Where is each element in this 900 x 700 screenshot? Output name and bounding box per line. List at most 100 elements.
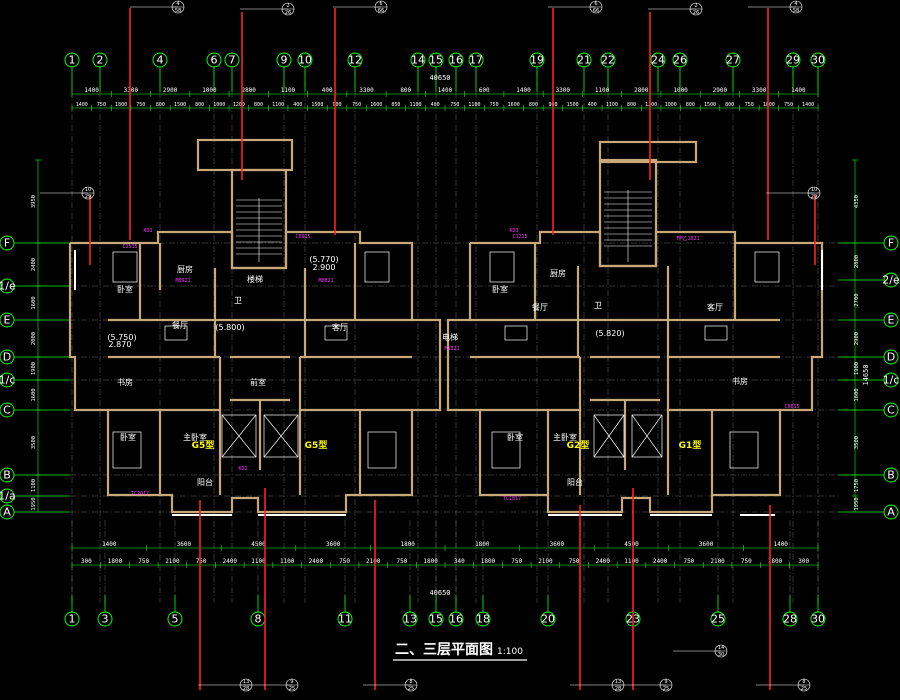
axis-bubble-label: 11 [338, 613, 352, 626]
axis-bubble-label: 19 [530, 54, 544, 67]
callout-sheet: 25 [801, 686, 807, 692]
axis-bubble-label: 18 [476, 613, 490, 626]
axis-bubble-label: 16 [449, 54, 463, 67]
axis-bubble-label: E [4, 314, 11, 327]
axis-bubble-circle [224, 52, 240, 68]
axis-bubble-right: E [883, 312, 899, 328]
axis-bubble-circle [883, 235, 899, 251]
room-label: 主卧室 [183, 432, 207, 442]
callout-sheet: 66 [593, 8, 599, 14]
room-label: 楼梯 [247, 274, 263, 284]
axis-bubble-top: 24 [650, 52, 666, 68]
axis-bubble-label: 3 [102, 613, 109, 626]
overall-dimension-bottom: 40650 [429, 589, 450, 597]
dimension-value: 3600 [699, 541, 714, 548]
index-callout: 226 [240, 2, 295, 16]
axis-bubble-right: F [883, 235, 899, 251]
axis-bubble-left: E [0, 312, 15, 328]
axis-bubble-label: 15 [429, 54, 443, 67]
callout-id: 13 [243, 679, 249, 685]
elevation-mark: 2.870 [109, 340, 132, 349]
axis-bubble-top: 22 [600, 52, 616, 68]
window-tag: C1215 [512, 234, 527, 240]
axis-bubble-label: F [888, 237, 894, 250]
room-label: 客厅 [332, 322, 348, 332]
dimension-value: 1800 [481, 558, 496, 565]
dimension-value: 2800 [241, 87, 256, 94]
callout-id: 13 [615, 679, 621, 685]
axis-bubble-top: 4 [152, 52, 168, 68]
overall-dimension-top: 40650 [429, 74, 450, 82]
dimension-value: 2100 [710, 558, 725, 565]
elevation-mark: (5.750) [107, 333, 136, 342]
room-label: 餐厅 [172, 321, 188, 330]
axis-bubble-label: F [4, 237, 10, 250]
room-label: 卧室 [492, 284, 508, 294]
callout-sheet: 30 [718, 652, 724, 658]
dimension-value: 1900 [31, 362, 37, 375]
axis-bubble-circle [0, 402, 15, 418]
dimension-value: 800 [254, 102, 263, 108]
axis-bubble-circle [64, 52, 80, 68]
axis-bubble-label: 10 [298, 54, 312, 67]
dimension-value: 400 [322, 87, 333, 94]
axis-bubble-top: 12 [347, 52, 363, 68]
axis-bubble-right: 1/c [883, 372, 899, 388]
axis-bubble-bottom: 3 [97, 611, 113, 627]
dimension-value: 1400 [773, 541, 788, 548]
index-callouts: 4582266666662264581029102913289258251328… [40, 0, 821, 692]
callout-sheet: 25 [289, 686, 295, 692]
axis-bubble-right: D [883, 349, 899, 365]
dimension-value: 300 [81, 558, 92, 565]
dimension-value: 1400 [516, 87, 531, 94]
axis-bubble-bottom: 13 [402, 611, 418, 627]
axis-bubble-label: 2/e [882, 274, 900, 287]
callout-id: 4 [794, 1, 797, 7]
axis-bubble-label: B [3, 469, 11, 482]
axis-bubble-top: 2 [92, 52, 108, 68]
dimension-value: 1600 [31, 296, 37, 309]
dimension-value: 1800 [400, 541, 415, 548]
axis-bubble-left: B [0, 467, 15, 483]
axis-bubble-circle [64, 611, 80, 627]
axis-bubble-circle [167, 611, 183, 627]
axis-bubble-top: 1 [64, 52, 80, 68]
axis-bubble-circle [448, 611, 464, 627]
callout-sheet: 28 [615, 686, 621, 692]
axis-bubble-circle [337, 611, 353, 627]
axis-bubble-left: 1/c [0, 372, 15, 388]
dimension-value: 2100 [165, 558, 180, 565]
door-tag: KD3 [509, 228, 518, 234]
room-label: 厨房 [177, 264, 193, 274]
dimension-value: 3600 [550, 541, 565, 548]
axis-bubble-bottom: 28 [782, 611, 798, 627]
door-tag: KD2 [238, 466, 247, 472]
axis-bubble-circle [600, 52, 616, 68]
dimension-value: 2900 [163, 87, 178, 94]
room-label: 客厅 [707, 302, 723, 312]
axis-bubble-label: 15 [429, 613, 443, 626]
dimension-value: 3300 [556, 87, 571, 94]
axis-bubble-bottom: 11 [337, 611, 353, 627]
window-tag: C1515 [122, 244, 137, 250]
room-label: 主卧室 [553, 432, 577, 442]
callout-sheet: 66 [378, 8, 384, 14]
window-tag: C0915 [295, 234, 310, 240]
axis-bubble-label: E [888, 314, 895, 327]
axis-bubble-top: 16 [448, 52, 464, 68]
axis-bubble-circle [883, 272, 899, 288]
dimension-value: 600 [479, 87, 490, 94]
unit-type-label: G1型 [679, 439, 702, 451]
axis-bubble-label: 1 [69, 613, 76, 626]
dimension-value: 750 [745, 102, 754, 108]
axis-bubble-circle [92, 52, 108, 68]
room-label: 电梯 [442, 332, 458, 342]
axis-bubble-circle [276, 52, 292, 68]
dimension-value: 2900 [713, 87, 728, 94]
door-tag: KD1 [143, 228, 152, 234]
axis-bubble-circle [810, 611, 826, 627]
callout-id: 2 [694, 3, 697, 9]
dimension-value: 1800 [475, 541, 490, 548]
axis-bubble-circle [710, 611, 726, 627]
